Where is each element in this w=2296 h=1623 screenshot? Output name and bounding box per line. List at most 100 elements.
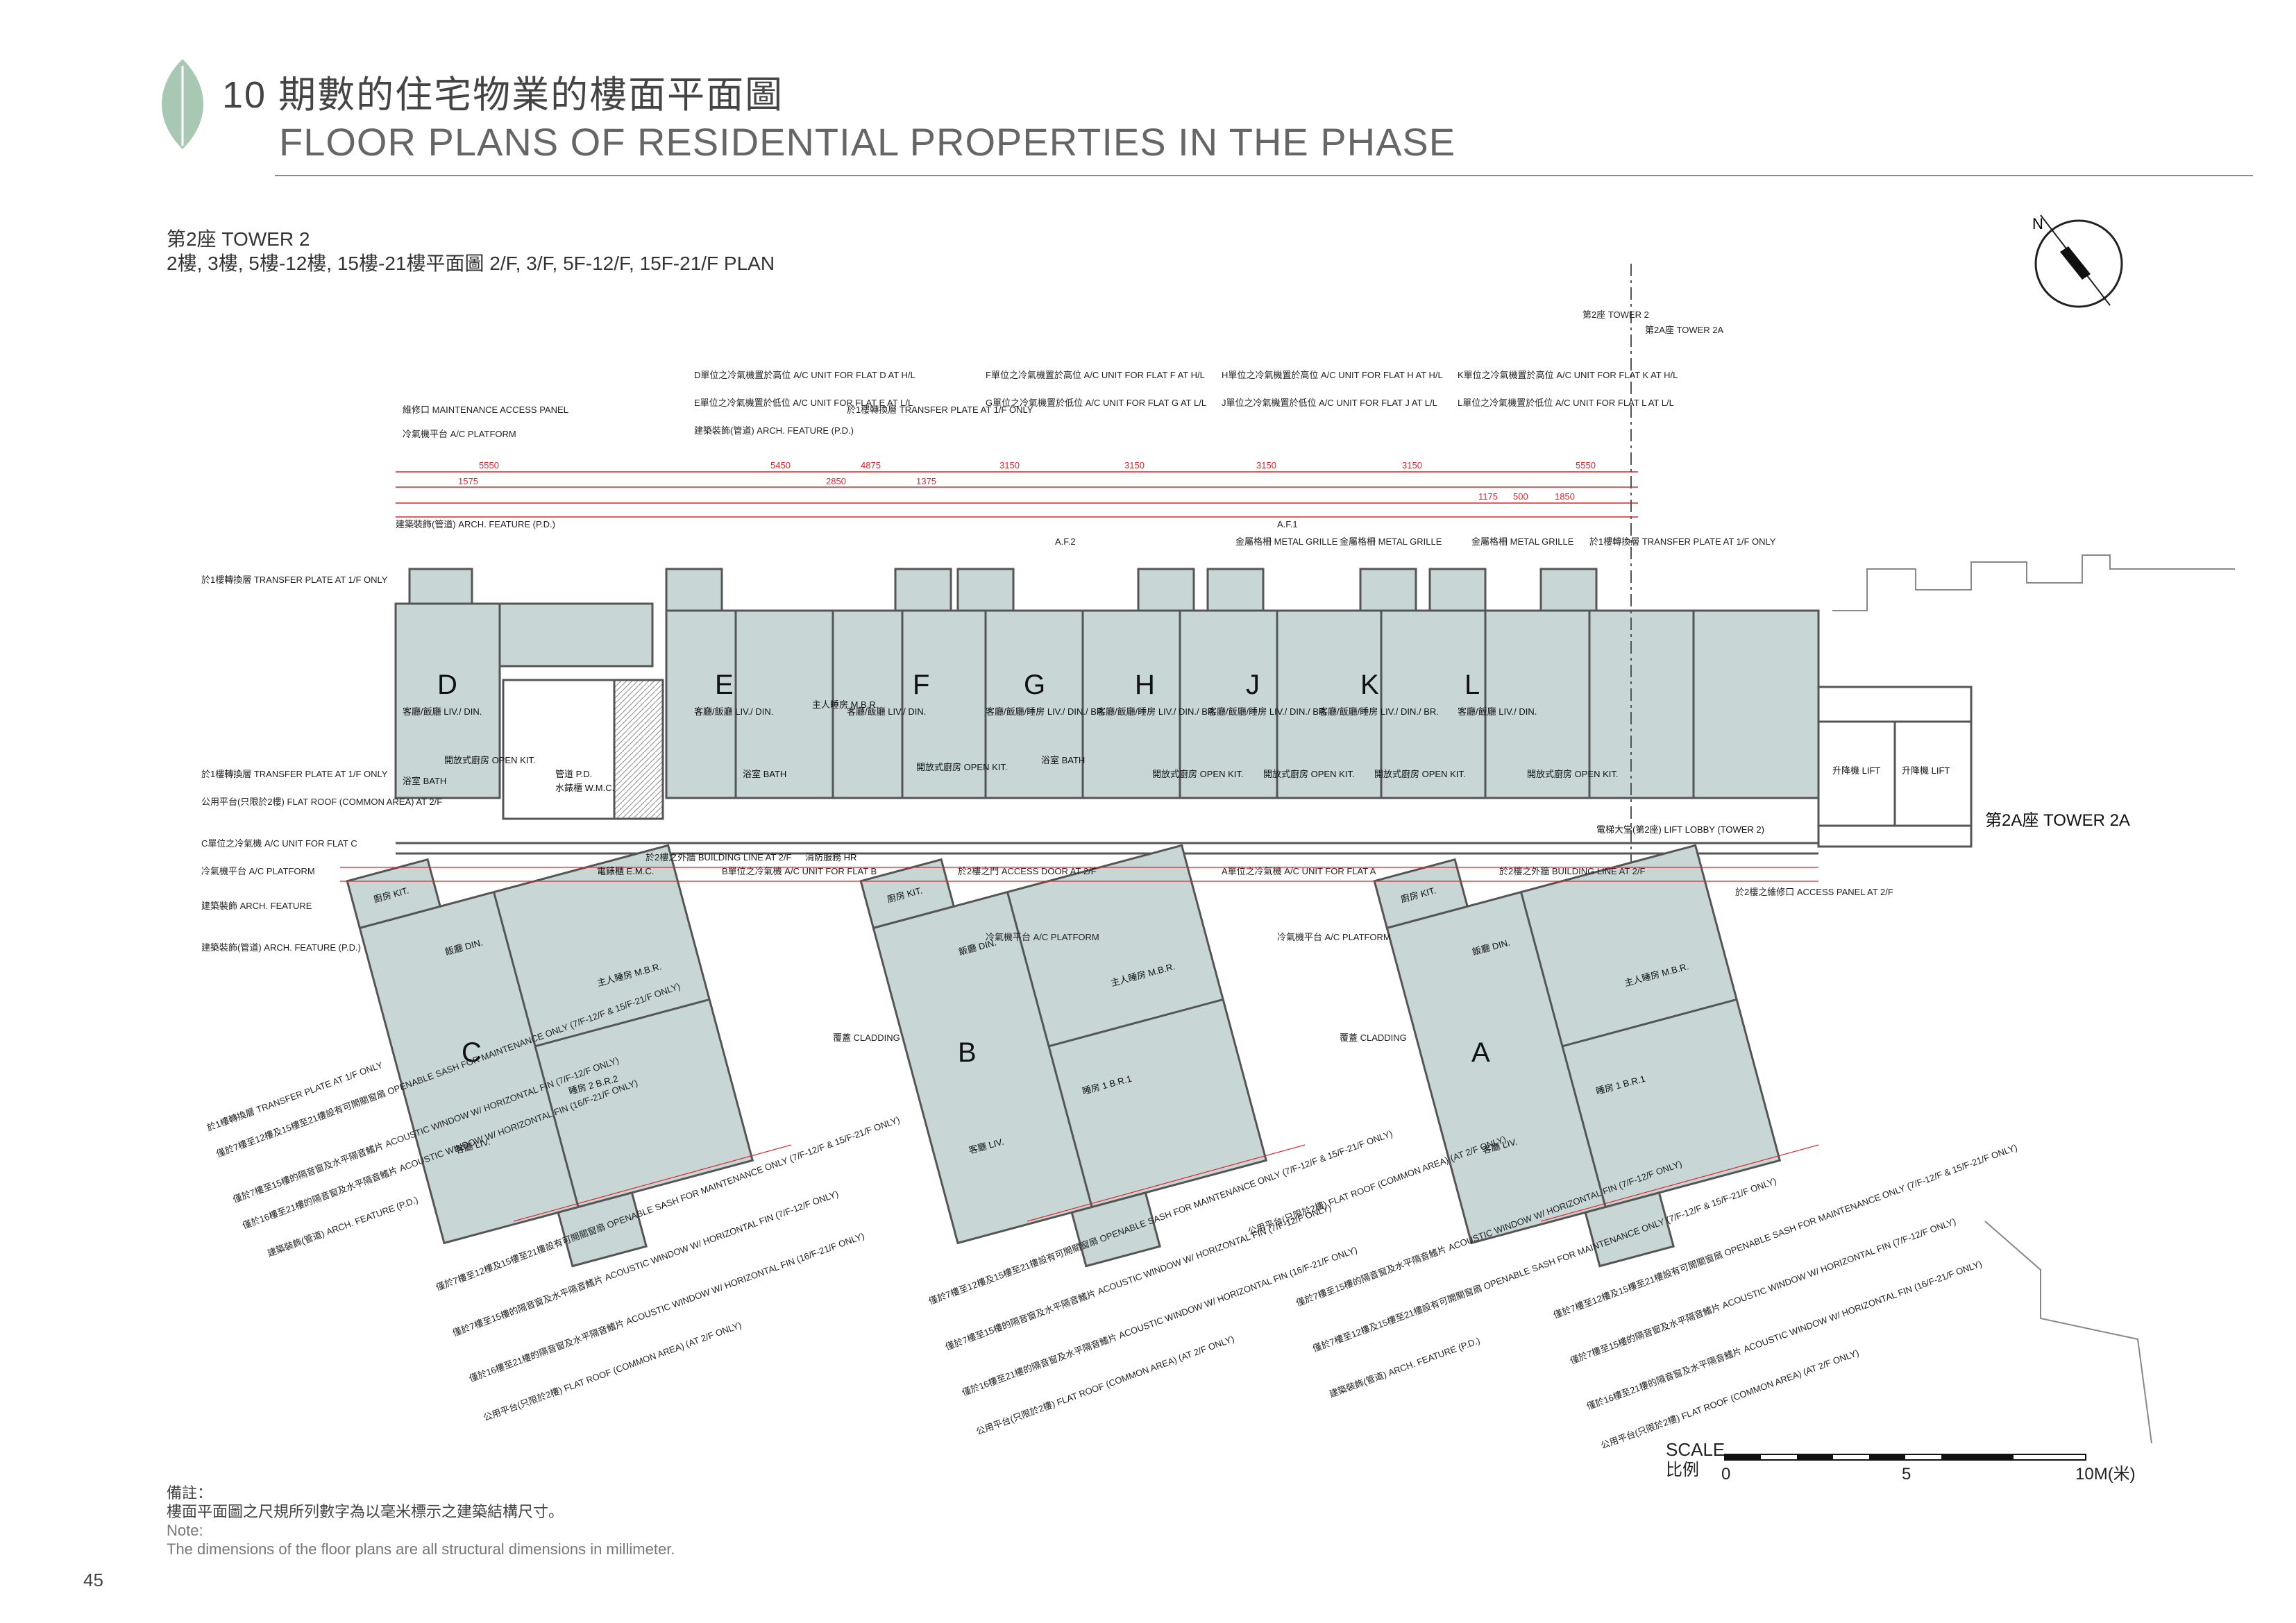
room-label: 浴室 BATH — [403, 776, 446, 786]
room-label: 開放式廚房 OPEN KIT. — [444, 755, 535, 765]
annotation: 覆蓋 CLADDING — [833, 1033, 900, 1043]
bottom-flat-b — [859, 844, 1268, 1268]
scale-bar: SCALE 比例 0 5 10M(米) — [1666, 1439, 2136, 1484]
notes-body-en: The dimensions of the floor plans are al… — [167, 1540, 675, 1558]
room-label: 浴室 BATH — [743, 769, 786, 779]
annotation: L單位之冷氣機置於低位 A/C UNIT FOR FLAT L AT L/L — [1458, 398, 1674, 408]
room-label: 客廳/飯廳/睡房 LIV./ DIN./ BR. — [986, 706, 1106, 717]
dim-text: 4875 — [861, 460, 881, 470]
top-balconies — [408, 568, 1598, 612]
annotation: 於1樓轉換層 TRANSFER PLATE AT 1/F ONLY — [201, 769, 388, 779]
tower-2a-outline — [1832, 554, 2235, 611]
annotation: 於2樓之門 ACCESS DOOR AT 2/F — [958, 866, 1097, 876]
flat-letter-h: H — [1135, 670, 1155, 700]
tower-2a-marker: 第2A座 TOWER 2A — [1645, 325, 1724, 335]
annotation: 建築裝飾(管道) ARCH. FEATURE (P.D.) — [694, 425, 854, 436]
room-label: 客廳/飯廳/睡房 LIV./ DIN./ BR. — [1208, 706, 1328, 717]
annotation: 金屬格柵 METAL GRILLE — [1471, 536, 1574, 547]
annotation: 金屬格柵 METAL GRILLE — [1235, 536, 1338, 547]
annotation: E單位之冷氣機置於低位 A/C UNIT FOR FLAT E AT L/L — [694, 398, 913, 408]
page-title-en: FLOOR PLANS OF RESIDENTIAL PROPERTIES IN… — [279, 120, 1456, 164]
bottom-flat-a — [1373, 844, 1782, 1268]
room-label: 浴室 BATH — [1041, 755, 1085, 765]
flat-letter-g: G — [1024, 670, 1045, 700]
annotation: 於1樓轉換層 TRANSFER PLATE AT 1/F ONLY — [847, 405, 1033, 415]
red-dimension-lines — [340, 867, 1819, 1222]
notes-heading-zh: 備註： — [167, 1484, 213, 1502]
dim-text: 5550 — [479, 460, 499, 470]
room-label: 開放式廚房 OPEN KIT. — [1152, 769, 1243, 779]
floor-plan-drawing: 5550 5450 4875 3150 3150 3150 3150 5550 … — [201, 264, 2235, 1451]
dim-text: 1575 — [458, 476, 478, 486]
annotation: H單位之冷氣機置於高位 A/C UNIT FOR FLAT H AT H/L — [1222, 370, 1443, 380]
dim-text: 500 — [1513, 491, 1528, 502]
annotation: 冷氣機平台 A/C PLATFORM — [201, 866, 315, 876]
dim-text: 3150 — [1402, 460, 1422, 470]
dim-text: 2850 — [826, 476, 846, 486]
page-title-zh: 10 期數的住宅物業的樓面平面圖 — [222, 74, 784, 116]
annotation: 金屬格柵 METAL GRILLE — [1340, 536, 1442, 547]
flat-letter-k: K — [1360, 670, 1379, 700]
core-label: 電錶櫃 E.M.C. — [597, 866, 654, 876]
dim-text: 5550 — [1576, 460, 1596, 470]
flat-letter-l: L — [1464, 670, 1480, 700]
annotation: 於1樓轉換層 TRANSFER PLATE AT 1/F ONLY — [201, 575, 388, 585]
annotation: A.F.1 — [1277, 519, 1298, 529]
tower-2a-label: 第2A座 TOWER 2A — [1985, 811, 2130, 830]
annotation: 冷氣機平台 A/C PLATFORM — [1277, 932, 1391, 942]
annotation: 於2樓之外牆 BUILDING LINE AT 2/F — [645, 852, 792, 863]
room-label: 開放式廚房 OPEN KIT. — [916, 762, 1007, 772]
annotation: 於1樓轉換層 TRANSFER PLATE AT 1/F ONLY — [1589, 536, 1776, 547]
core-label: 消防服務 HR — [805, 852, 856, 863]
notes-heading-en: Note: — [167, 1522, 203, 1539]
room-label: 客廳/飯廳/睡房 LIV./ DIN./ BR. — [1097, 706, 1217, 717]
annotation: 覆蓋 CLADDING — [1340, 1033, 1407, 1043]
room-label: 開放式廚房 OPEN KIT. — [1263, 769, 1354, 779]
flat-letter-b: B — [958, 1037, 977, 1068]
annotation: 公用平台(只限於2樓) FLAT ROOF (COMMON AREA) (AT … — [974, 1334, 1235, 1437]
annotation: 公用平台(只限於2樓) FLAT ROOF (COMMON AREA) AT 2… — [201, 797, 442, 807]
page-number: 45 — [83, 1570, 103, 1590]
notes: 備註： 樓面平面圖之尺規所列數字為以毫米標示之建築結構尺寸。 Note: The… — [167, 1484, 675, 1558]
annotation: 建築裝飾(管道) ARCH. FEATURE (P.D.) — [396, 519, 555, 529]
annotation: B單位之冷氣機 A/C UNIT FOR FLAT B — [722, 866, 877, 876]
room-label: 開放式廚房 OPEN KIT. — [1374, 769, 1465, 779]
annotation: G單位之冷氣機置於低位 A/C UNIT FOR FLAT G AT L/L — [986, 398, 1206, 408]
annotation: A.F.2 — [1055, 536, 1076, 547]
scale-tick: 10M(米) — [2075, 1465, 2136, 1484]
flat-letter-d: D — [437, 670, 457, 700]
lift-lobby-label: 電梯大堂(第2座) LIFT LOBBY (TOWER 2) — [1596, 824, 1764, 835]
bottom-flat-c — [346, 844, 754, 1268]
north-arrow-icon: N — [2032, 214, 2123, 308]
scale-tick: 0 — [1721, 1465, 1730, 1484]
room-label: 客廳/飯廳 LIV./ DIN. — [1458, 706, 1537, 717]
room-label: 開放式廚房 OPEN KIT. — [1527, 769, 1618, 779]
room-label: 客廳/飯廳 LIV./ DIN. — [403, 706, 482, 717]
plan-label: 2樓, 3樓, 5樓-12樓, 15樓-21樓平面圖 2/F, 3/F, 5F-… — [167, 253, 775, 274]
annotation: K單位之冷氣機置於高位 A/C UNIT FOR FLAT K AT H/L — [1458, 370, 1678, 380]
scale-label: SCALE — [1666, 1439, 1725, 1460]
tower-2-marker: 第2座 TOWER 2 — [1582, 309, 1649, 320]
scale-label-zh: 比例 — [1666, 1461, 1699, 1479]
annotation: 建築裝飾 ARCH. FEATURE — [201, 901, 312, 911]
lift-label: 升降機 LIFT — [1902, 765, 1950, 776]
dim-text: 1175 — [1478, 491, 1498, 502]
dim-text: 3150 — [999, 460, 1020, 470]
annotation: 建築裝飾(管道) ARCH. FEATURE (P.D.) — [1328, 1335, 1481, 1400]
annotation: C單位之冷氣機 A/C UNIT FOR FLAT C — [201, 838, 357, 849]
flat-letter-e: E — [715, 670, 734, 700]
lift-block — [1817, 686, 1973, 848]
annotation: 冷氣機平台 A/C PLATFORM — [986, 932, 1099, 942]
top-block-rooms — [394, 602, 1820, 799]
flat-letter-f: F — [913, 670, 929, 700]
core-label: 水錶櫃 W.M.C. — [555, 783, 614, 793]
annotation: 於2樓之外牆 BUILDING LINE AT 2/F — [1499, 866, 1646, 876]
scale-tick: 5 — [1902, 1465, 1911, 1484]
flat-letter-a: A — [1471, 1037, 1490, 1068]
annotation: 於2樓之維修口 ACCESS PANEL AT 2/F — [1735, 887, 1893, 897]
core-label: 管道 P.D. — [555, 769, 592, 779]
leaf-logo-icon — [162, 59, 203, 149]
annotation: 冷氣機平台 A/C PLATFORM — [403, 429, 516, 439]
title-divider — [275, 175, 2253, 176]
dim-text: 1375 — [916, 476, 936, 486]
